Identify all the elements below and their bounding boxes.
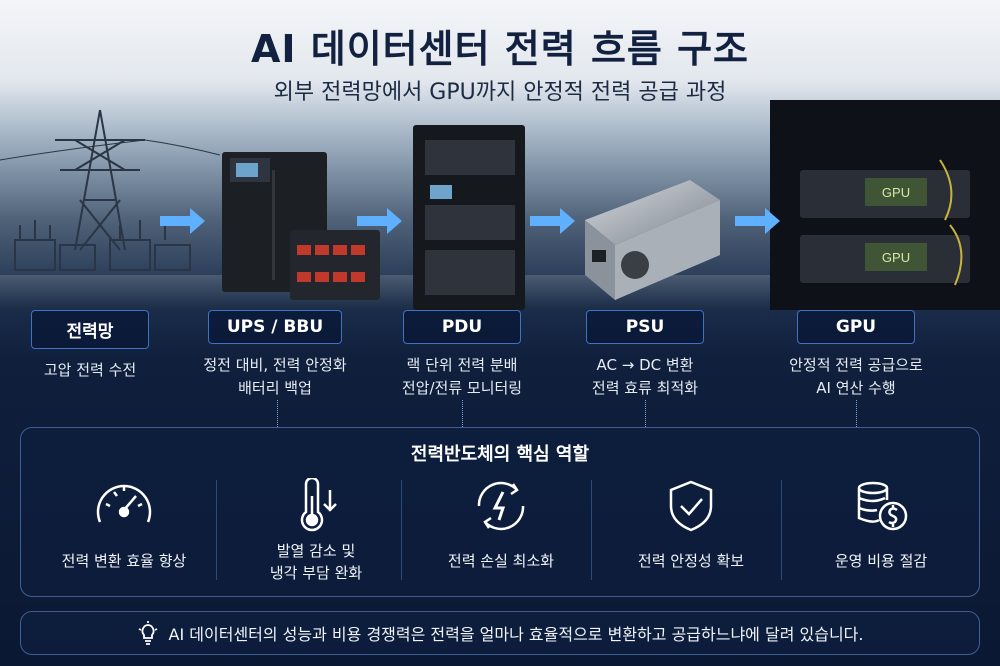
stage-desc: 안정적 전력 공급으로 bbox=[789, 356, 923, 374]
stage-gpu: GPU 안정적 전력 공급으로 AI 연산 수행 bbox=[766, 310, 946, 400]
pdu-rack-illustration bbox=[413, 125, 525, 310]
stage-desc: 전압/전류 모니터링 bbox=[401, 379, 523, 397]
role-stability: 전력 안정성 확보 bbox=[596, 478, 786, 588]
psu-unit-illustration bbox=[585, 180, 720, 300]
arrow-icon bbox=[357, 208, 402, 234]
footer-banner: AI 데이터센터의 성능과 비용 경쟁력은 전력을 얼마나 효율적으로 변환하고… bbox=[20, 611, 980, 655]
lightbulb-icon bbox=[138, 621, 157, 645]
coins-dollar-icon bbox=[857, 481, 908, 531]
page-title: AI 데이터센터 전력 흐름 구조 bbox=[250, 27, 750, 71]
arrow-icon bbox=[735, 208, 780, 234]
power-grid-illustration bbox=[0, 109, 221, 271]
arrow-icon bbox=[530, 208, 575, 234]
role-label: 전력 손실 최소화 bbox=[447, 552, 555, 570]
stage-ups: UPS / BBU 정전 대비, 전력 안정화 배터리 백업 bbox=[185, 310, 365, 400]
connector-line bbox=[645, 400, 646, 427]
shield-check-icon bbox=[669, 480, 713, 532]
role-label: 냉각 부담 완화 bbox=[269, 564, 363, 582]
role-label: 발열 감소 및 bbox=[276, 542, 356, 560]
stage-pdu: PDU 랙 단위 전력 분배 전압/전류 모니터링 bbox=[372, 310, 552, 400]
page-subtitle: 외부 전력망에서 GPU까지 안정적 전력 공급 과정 bbox=[273, 80, 727, 105]
stage-label: PDU bbox=[403, 310, 521, 344]
role-label: 전력 변환 효율 향상 bbox=[61, 552, 187, 570]
gpu-rack-illustration: GPU GPU bbox=[770, 100, 1000, 310]
power-loss-icon bbox=[477, 481, 525, 531]
stage-label: 전력망 bbox=[31, 310, 149, 349]
flow-arrows bbox=[160, 208, 780, 234]
gpu-card-label: GPU bbox=[882, 250, 910, 265]
stage-label: GPU bbox=[797, 310, 915, 344]
role-loss: 전력 손실 최소화 bbox=[406, 478, 596, 588]
stage-desc: 정전 대비, 전력 안정화 bbox=[203, 356, 347, 374]
connector-line bbox=[462, 400, 463, 427]
stage-label: UPS / BBU bbox=[207, 310, 343, 344]
gauge-icon bbox=[96, 484, 152, 523]
stage-desc: AI 연산 수행 bbox=[816, 379, 896, 397]
role-cost: 운영 비용 절감 bbox=[786, 478, 976, 588]
role-cooling: 발열 감소 및 냉각 부담 완화 bbox=[221, 478, 411, 588]
divider bbox=[591, 480, 592, 580]
thermometer-icon bbox=[300, 478, 337, 532]
divider bbox=[401, 480, 402, 580]
arrow-icon bbox=[160, 208, 205, 234]
stage-desc: 배터리 백업 bbox=[238, 379, 312, 397]
ups-cabinet-illustration bbox=[222, 152, 380, 300]
connector-line bbox=[277, 400, 278, 427]
role-label: 운영 비용 절감 bbox=[834, 552, 928, 570]
role-efficiency: 전력 변환 효율 향상 bbox=[29, 478, 219, 588]
stage-psu: PSU AC → DC 변환 전력 효류 최적화 bbox=[555, 310, 735, 400]
stage-desc: 전력 효류 최적화 bbox=[591, 379, 699, 397]
stage-label: PSU bbox=[586, 310, 704, 344]
gpu-card-label: GPU bbox=[882, 185, 910, 200]
role-label: 전력 안정성 확보 bbox=[637, 552, 745, 570]
stage-desc: AC → DC 변환 bbox=[596, 356, 694, 374]
stage-power-grid: 전력망 고압 전력 수전 bbox=[0, 310, 180, 382]
divider bbox=[781, 480, 782, 580]
footer-text: AI 데이터센터의 성능과 비용 경쟁력은 전력을 얼마나 효율적으로 변환하고… bbox=[168, 625, 864, 644]
roles-title: 전력반도체의 핵심 역할 bbox=[410, 444, 590, 465]
stage-desc: 고압 전력 수전 bbox=[43, 361, 137, 379]
power-flow-scene: GPU GPU bbox=[0, 100, 1000, 310]
stage-desc: 랙 단위 전력 분배 bbox=[406, 356, 518, 374]
divider bbox=[216, 480, 217, 580]
roles-panel: 전력반도체의 핵심 역할 전력 변환 효율 향상 발열 감소 및 냉각 부담 완… bbox=[20, 427, 980, 597]
connector-line bbox=[856, 400, 857, 427]
